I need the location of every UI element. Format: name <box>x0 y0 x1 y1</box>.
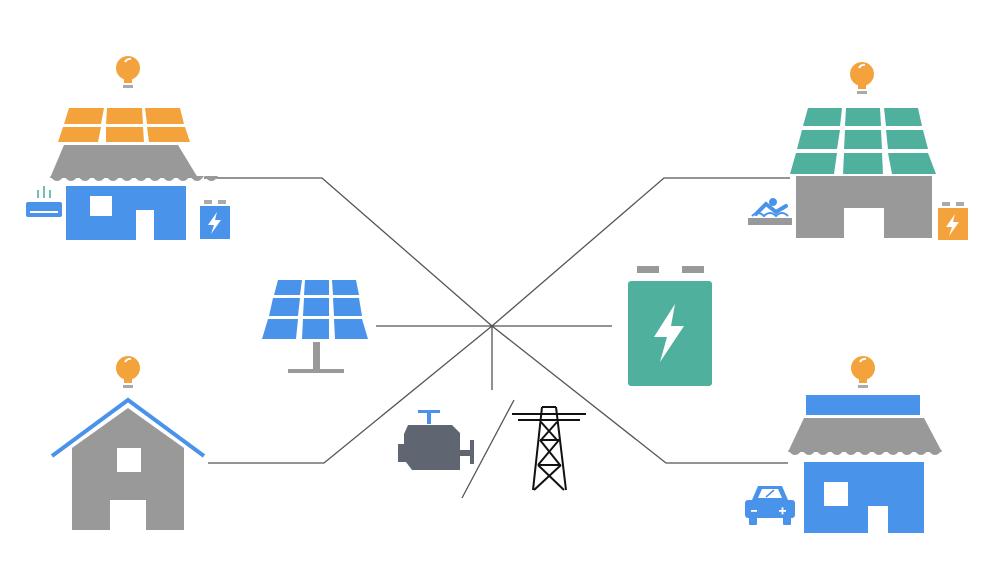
solar-house <box>748 62 968 240</box>
line-house <box>208 325 493 464</box>
light-bulb-icon <box>850 62 874 94</box>
engine-generator-icon <box>398 410 474 470</box>
pool-icon <box>748 198 792 225</box>
light-bulb-icon <box>116 356 140 388</box>
house <box>50 356 206 530</box>
awning-icon <box>50 145 218 181</box>
line-shop <box>491 325 788 464</box>
shop <box>745 356 942 533</box>
solar-roof-icon <box>58 108 190 142</box>
solar-roof-icon <box>790 108 936 174</box>
light-bulb-icon <box>116 56 140 88</box>
battery-icon <box>938 202 968 240</box>
house-icon <box>50 397 206 530</box>
light-bulb-icon <box>851 356 875 388</box>
shop-sign-icon <box>806 395 920 415</box>
line-solar-shop <box>204 177 493 327</box>
air-conditioner-icon <box>26 186 62 217</box>
line-generator-grid <box>461 399 515 499</box>
awning-icon <box>788 418 942 455</box>
connection-lines <box>204 177 790 499</box>
battery-storage-icon <box>628 266 712 386</box>
shop-building-icon <box>66 186 186 240</box>
solar-panel-icon <box>262 280 368 373</box>
house-building-icon <box>796 176 932 238</box>
line-solar-house <box>491 177 790 327</box>
electric-car-icon <box>745 486 795 525</box>
solar-shop <box>26 56 230 240</box>
battery-icon <box>200 200 230 239</box>
power-tower-icon <box>512 406 586 491</box>
shop-building-icon <box>804 462 924 533</box>
